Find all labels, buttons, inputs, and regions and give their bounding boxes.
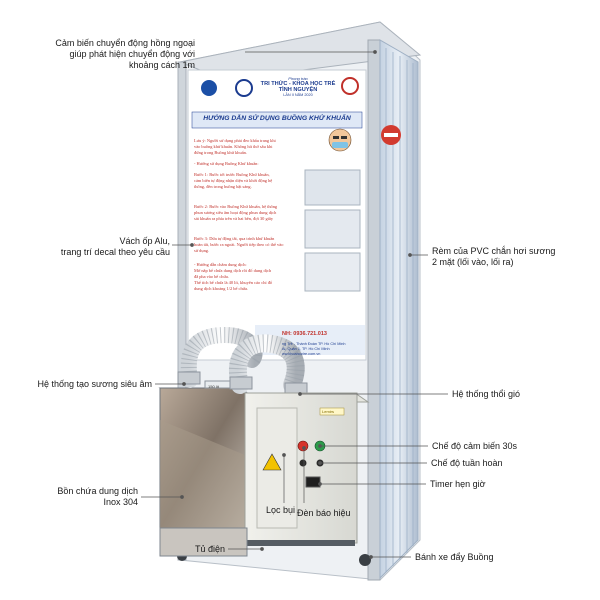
board-line: Mở nắp bể chứa dung dịch rồi đổ dung dịc… [194, 268, 272, 273]
hose-base-right [229, 376, 253, 390]
no-entry-sign-icon [381, 125, 401, 145]
callout-line: Vách ốp Alu, [119, 236, 170, 246]
callout-line: Inox 304 [103, 497, 138, 507]
callout-line: Bồn chứa dung dịch [57, 486, 138, 496]
callout-mode30: Chế độ cảm biến 30s [432, 441, 518, 451]
program-logo [235, 79, 253, 97]
callout-line: khoảng cách 1m [128, 60, 195, 70]
board-line: sử dụng. [194, 248, 210, 253]
board-line: thống, đèn trong buồng bật sáng. [194, 184, 252, 189]
cabinet-base [247, 540, 355, 546]
callout-wheel: Bánh xe đẩy Buồng [415, 552, 494, 562]
address-line: Ai, Quận 1, TP. Hồ Chí Minh [282, 347, 330, 351]
callout-line: Cảm biến chuyển động hồng ngoại [55, 38, 195, 48]
callout-alu: Vách ốp Alu, trang trí decal theo yêu cầ… [61, 236, 170, 258]
callout-leaders [141, 50, 448, 559]
cabinet-sticker: Lemirs [322, 409, 335, 414]
board-line: phun sương siêu âm hoạt động phun dung d… [194, 210, 277, 215]
step-photo-1 [304, 169, 361, 206]
callout-line: trang trí decal theo yêu cầu [60, 247, 170, 257]
board-line: đứng trong Buồng khử khuẩn. [194, 150, 247, 155]
address-block: ng Trẻ - Thành Đoàn TP. Hồ Chí Minh Ai, … [282, 342, 346, 357]
callout-cabinet: Tủ điện [194, 544, 225, 554]
callout-filter: Lọc bụi [266, 505, 296, 515]
hotline: NH: 0936.721.013 [282, 331, 327, 337]
board-line: sát khuẩn ra phía trên và hai bên, đợi 3… [194, 216, 274, 221]
board-line: Thể tích bể chứa là 40 lít, khuyến cáo c… [194, 280, 273, 285]
hose-base-left [177, 371, 201, 385]
board-line: hoàn tất, bước ra ngoài. Người tiếp theo… [194, 242, 284, 247]
fan-outlet [284, 382, 308, 394]
callout-cycle: Chế độ tuần hoàn [431, 458, 503, 468]
board-line: - Hướng dẫn châm dung dịch: [194, 262, 247, 267]
instruction-text: Lưu ý: Người sử dụng phải đeo khẩu trang… [194, 138, 304, 292]
board-line: đã pha vào bể chứa. [194, 274, 229, 279]
mist-hose-right [229, 334, 305, 394]
board-line: cảm biến tự động nhận diện và khởi động … [194, 178, 273, 183]
board-line: vào buồng khử khuẩn. Không hít thở sâu k… [194, 144, 273, 149]
board-header-small: Phong trào [288, 76, 308, 81]
callout-pvc: Rèm của PVC chắn hơi sương 2 mặt (lối và… [432, 246, 555, 268]
step-photo-2 [304, 209, 361, 249]
timer-display[interactable] [305, 476, 321, 488]
callout-mist: Hệ thống tạo sương siêu âm [37, 379, 153, 389]
instruction-banner-bg [191, 111, 363, 129]
instruction-banner: HƯỚNG DẪN SỬ DỤNG BUỒNG KHỬ KHUẨN [203, 115, 351, 122]
board-header-year: LẦN II NĂM 2020 [283, 93, 313, 97]
electric-cabinet [243, 392, 370, 544]
step-photo-3 [304, 252, 361, 292]
callout-tank: Bồn chứa dung dịch Inox 304 [57, 486, 138, 508]
tank-capacity-label: 150 lít [208, 384, 219, 389]
callout-sensor: Cảm biến chuyển động hồng ngoại giúp phá… [55, 38, 195, 71]
callout-timer: Timer hẹn giờ [430, 479, 486, 489]
person-mask-icon [328, 128, 352, 152]
board-line: Bước 1: Bước tới trước Buồng Khử khuẩn, [194, 172, 270, 177]
mode-switch-left[interactable] [299, 459, 307, 467]
board-line: Lưu ý: Người sử dụng phải đeo khẩu trang… [194, 138, 276, 143]
callout-line: Rèm của PVC chắn hơi sương [432, 246, 556, 256]
science-logo [341, 77, 359, 95]
wheel-icon [359, 554, 371, 566]
youth-union-logo [201, 80, 217, 96]
board-line: Bước 2: Bước vào Buồng Khử khuẩn, hệ thố… [194, 204, 278, 209]
board-line: dung dịch khoảng 1/2 bể chứa. [194, 286, 249, 291]
callout-line: giúp phát hiện chuyển động với [69, 49, 196, 59]
board-header-sub: TÌNH NGUYỆN [278, 87, 318, 93]
callout-fan: Hệ thống thổi gió [452, 389, 521, 399]
board-line: Bước 3: Dừa tự động tắt, qua trình khử k… [194, 236, 275, 241]
solution-tank [158, 380, 257, 529]
address-line: ng Trẻ - Thành Đoàn TP. Hồ Chí Minh [282, 342, 346, 346]
board-line: - Hướng sử dụng Buồng Khử khuẩn: [194, 161, 259, 166]
address-line: ww.khoahoctre.com.vn [282, 352, 321, 356]
board-header-main: TRI THỨC - KHOA HỌC TRẺ [260, 81, 336, 87]
callout-line: 2 mặt (lối vào, lối ra) [432, 257, 514, 267]
board-header: Phong trào TRI THỨC - KHOA HỌC TRẺ TÌNH … [256, 76, 340, 97]
callout-lamp: Đèn báo hiệu [297, 508, 351, 518]
booth-skirt [159, 527, 248, 557]
